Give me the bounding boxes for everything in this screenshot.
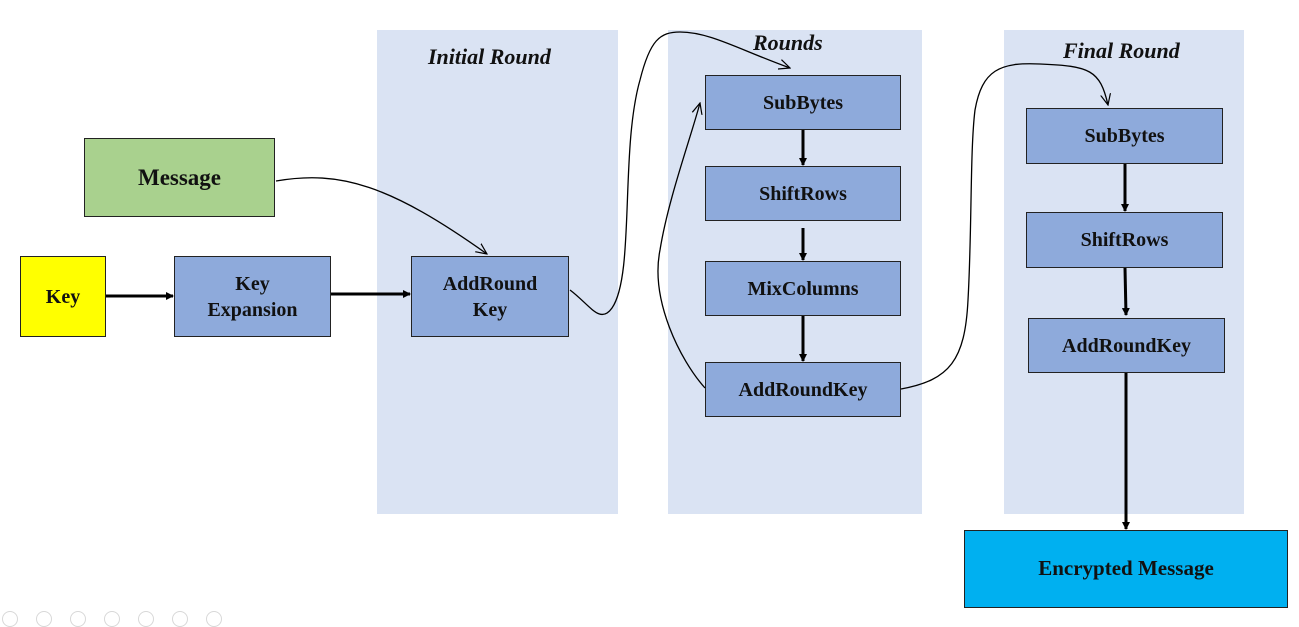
final-subbytes-label: SubBytes — [1084, 125, 1165, 147]
rounds-title: Rounds — [753, 30, 823, 55]
dot-icon — [2, 611, 18, 627]
dot-icon — [36, 611, 52, 627]
dot-icon — [172, 611, 188, 627]
final-subbytes-node: SubBytes — [1026, 108, 1223, 164]
key-expansion-node: Key Expansion — [174, 256, 331, 337]
final-shiftrows-node: ShiftRows — [1026, 212, 1223, 268]
key-expansion-label-1: Key — [235, 272, 270, 295]
dot-icon — [138, 611, 154, 627]
key-expansion-label-2: Expansion — [207, 298, 298, 321]
rounds-shiftrows-label: ShiftRows — [759, 182, 847, 205]
dot-icon — [70, 611, 86, 627]
message-label: Message — [137, 164, 222, 190]
encrypted-message-node: Encrypted Message — [964, 530, 1288, 608]
initial-addroundkey-label-1: AddRound — [442, 272, 538, 295]
initial-addroundkey-node: AddRound Key — [411, 256, 569, 337]
slide-dots — [0, 611, 222, 627]
rounds-mixcolumns-label: MixColumns — [747, 277, 859, 300]
key-node: Key — [20, 256, 106, 337]
initial-round-title: Initial Round — [428, 44, 551, 69]
dot-icon — [206, 611, 222, 627]
final-addroundkey-node: AddRoundKey — [1028, 318, 1225, 373]
final-round-title: Final Round — [1063, 38, 1180, 63]
encrypted-message-label: Encrypted Message — [1038, 556, 1214, 581]
message-node: Message — [84, 138, 275, 217]
dot-icon — [104, 611, 120, 627]
rounds-shiftrows-node: ShiftRows — [705, 166, 901, 221]
rounds-subbytes-node: SubBytes — [705, 75, 901, 130]
final-shiftrows-label: ShiftRows — [1080, 229, 1169, 251]
rounds-subbytes-label: SubBytes — [762, 91, 844, 114]
final-addroundkey-label: AddRoundKey — [1062, 334, 1191, 357]
rounds-addroundkey-label: AddRoundKey — [738, 378, 868, 401]
rounds-addroundkey-node: AddRoundKey — [705, 362, 901, 417]
final-round-panel — [1004, 30, 1244, 514]
rounds-mixcolumns-node: MixColumns — [705, 261, 901, 316]
initial-addroundkey-label-2: Key — [472, 298, 508, 321]
key-label: Key — [45, 285, 81, 308]
